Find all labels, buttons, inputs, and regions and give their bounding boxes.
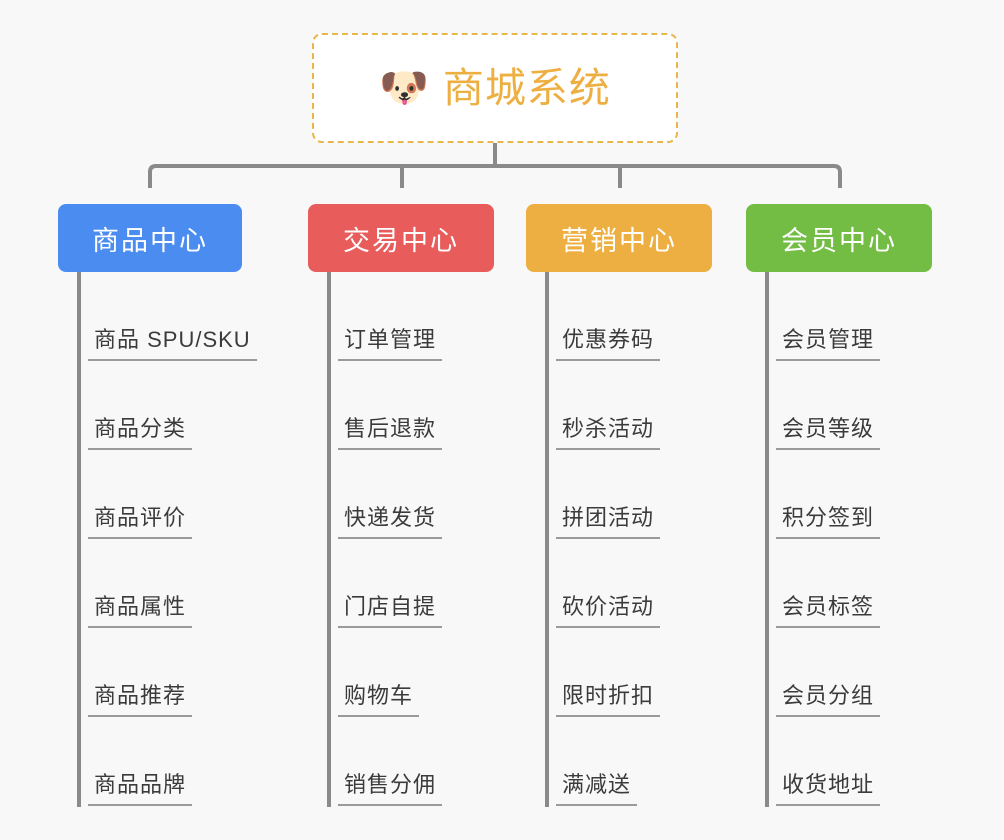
category-node-product[interactable]: 商品中心 bbox=[58, 204, 242, 272]
leaf-label: 商品推荐 bbox=[88, 678, 193, 717]
root-node[interactable]: 🐶 商城系统 bbox=[312, 33, 678, 143]
leaf-label: 积分签到 bbox=[776, 500, 881, 539]
list-item[interactable]: 门店自提 bbox=[308, 539, 494, 628]
leaf-label: 收货地址 bbox=[776, 767, 881, 806]
leaf-label: 销售分佣 bbox=[338, 767, 443, 806]
list-item[interactable]: 快递发货 bbox=[308, 450, 494, 539]
list-item[interactable]: 会员等级 bbox=[746, 361, 932, 450]
list-item[interactable]: 砍价活动 bbox=[526, 539, 712, 628]
leaf-list-member: 会员管理 会员等级 积分签到 会员标签 会员分组 收货地址 bbox=[746, 272, 932, 807]
leaf-label: 商品属性 bbox=[88, 589, 193, 628]
branch-spine bbox=[765, 272, 769, 807]
category-label: 会员中心 bbox=[781, 225, 897, 256]
leaf-label: 购物车 bbox=[338, 678, 420, 717]
list-item[interactable]: 订单管理 bbox=[308, 272, 494, 361]
leaf-label: 售后退款 bbox=[338, 411, 443, 450]
leaf-label: 砍价活动 bbox=[556, 589, 661, 628]
leaf-label: 优惠券码 bbox=[556, 322, 661, 361]
branch-spine bbox=[545, 272, 549, 807]
category-node-trade[interactable]: 交易中心 bbox=[308, 204, 494, 272]
list-item[interactable]: 售后退款 bbox=[308, 361, 494, 450]
leaf-label: 快递发货 bbox=[338, 500, 443, 539]
leaf-label: 拼团活动 bbox=[556, 500, 661, 539]
leaf-label: 会员管理 bbox=[776, 322, 881, 361]
leaf-label: 秒杀活动 bbox=[556, 411, 661, 450]
list-item[interactable]: 收货地址 bbox=[746, 717, 932, 806]
leaf-list-product: 商品 SPU/SKU 商品分类 商品评价 商品属性 商品推荐 商品品牌 bbox=[58, 272, 257, 807]
list-item[interactable]: 限时折扣 bbox=[526, 628, 712, 717]
branch-spine bbox=[327, 272, 331, 807]
category-label: 商品中心 bbox=[92, 225, 208, 256]
leaf-list-marketing: 优惠券码 秒杀活动 拼团活动 砍价活动 限时折扣 满减送 bbox=[526, 272, 712, 807]
leaf-label: 会员等级 bbox=[776, 411, 881, 450]
list-item[interactable]: 会员标签 bbox=[746, 539, 932, 628]
leaf-list-trade: 订单管理 售后退款 快递发货 门店自提 购物车 销售分佣 bbox=[308, 272, 494, 807]
list-item[interactable]: 满减送 bbox=[526, 717, 712, 806]
leaf-label: 门店自提 bbox=[338, 589, 443, 628]
list-item[interactable]: 销售分佣 bbox=[308, 717, 494, 806]
branch-column-member: 会员中心 会员管理 会员等级 积分签到 会员标签 会员分组 收货地址 bbox=[746, 204, 932, 807]
leaf-label: 商品品牌 bbox=[88, 767, 193, 806]
branch-column-marketing: 营销中心 优惠券码 秒杀活动 拼团活动 砍价活动 限时折扣 满减送 bbox=[526, 204, 712, 807]
list-item[interactable]: 会员管理 bbox=[746, 272, 932, 361]
list-item[interactable]: 优惠券码 bbox=[526, 272, 712, 361]
category-label: 营销中心 bbox=[561, 225, 677, 256]
category-node-marketing[interactable]: 营销中心 bbox=[526, 204, 712, 272]
root-title: 商城系统 bbox=[442, 64, 611, 111]
branch-column-product: 商品中心 商品 SPU/SKU 商品分类 商品评价 商品属性 商品推荐 商品品牌 bbox=[58, 204, 257, 807]
branch-spine bbox=[77, 272, 81, 807]
category-label: 交易中心 bbox=[343, 225, 459, 256]
list-item[interactable]: 商品属性 bbox=[58, 539, 257, 628]
leaf-label: 限时折扣 bbox=[556, 678, 661, 717]
list-item[interactable]: 商品评价 bbox=[58, 450, 257, 539]
list-item[interactable]: 秒杀活动 bbox=[526, 361, 712, 450]
leaf-label: 满减送 bbox=[556, 767, 638, 806]
list-item[interactable]: 商品分类 bbox=[58, 361, 257, 450]
list-item[interactable]: 购物车 bbox=[308, 628, 494, 717]
category-node-member[interactable]: 会员中心 bbox=[746, 204, 932, 272]
leaf-label: 商品评价 bbox=[88, 500, 193, 539]
leaf-label: 商品分类 bbox=[88, 411, 193, 450]
leaf-label: 订单管理 bbox=[338, 322, 443, 361]
leaf-label: 会员标签 bbox=[776, 589, 881, 628]
list-item[interactable]: 积分签到 bbox=[746, 450, 932, 539]
list-item[interactable]: 会员分组 bbox=[746, 628, 932, 717]
leaf-label: 会员分组 bbox=[776, 678, 881, 717]
leaf-label: 商品 SPU/SKU bbox=[88, 322, 257, 361]
list-item[interactable]: 商品推荐 bbox=[58, 628, 257, 717]
branch-column-trade: 交易中心 订单管理 售后退款 快递发货 门店自提 购物车 销售分佣 bbox=[308, 204, 494, 807]
dog-face-icon: 🐶 bbox=[379, 66, 429, 110]
list-item[interactable]: 商品 SPU/SKU bbox=[58, 272, 257, 361]
list-item[interactable]: 商品品牌 bbox=[58, 717, 257, 806]
list-item[interactable]: 拼团活动 bbox=[526, 450, 712, 539]
